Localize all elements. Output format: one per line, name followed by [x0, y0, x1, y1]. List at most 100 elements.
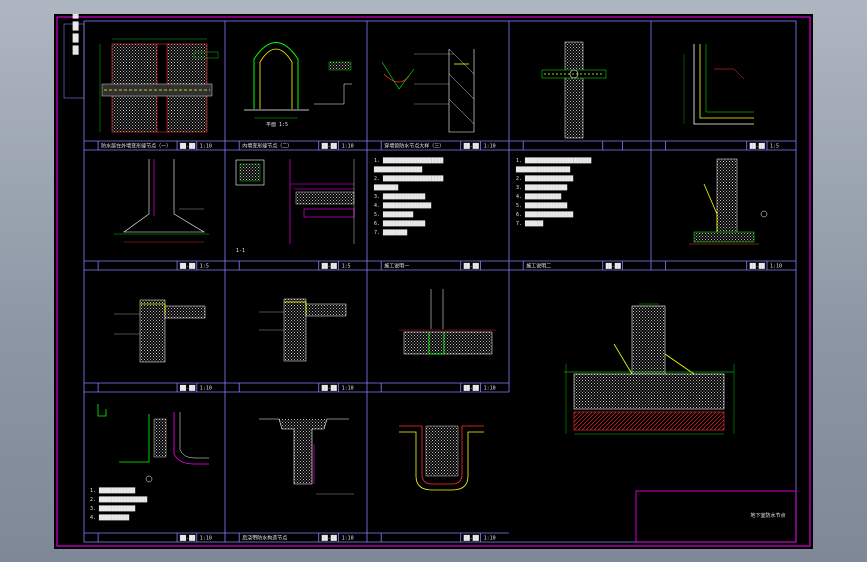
binding-strip — [63, 23, 85, 99]
detail-retaining-wall — [689, 158, 768, 245]
panel-title-row: ██-██ 1:5 — [749, 143, 779, 150]
detail-post-pour-strip — [259, 418, 354, 495]
panel-title-row: 施工说明一 ██-██ — [384, 263, 480, 270]
note-line: 1. ████████████ — [90, 487, 136, 494]
panel-title: 施工说明二 — [526, 263, 551, 270]
panel-code: ██-██ — [321, 535, 338, 542]
panel-scale: 1:10 — [342, 144, 354, 150]
panel-code: ██-██ — [749, 263, 766, 270]
detail-wall-base-2 — [259, 298, 347, 362]
panel-title: 内墙变形缝节点（二） — [242, 143, 292, 150]
panel-title: 防水层在外墙变形缝节点（一） — [101, 143, 171, 150]
panel-title-row: ██-██ 1:10 — [321, 385, 354, 392]
panel-title-row: 防水层在外墙变形缝节点（一） ██-██ 1:10 — [101, 143, 212, 150]
panel-code: ██-██ — [179, 263, 196, 270]
note-line: ████████████████ — [373, 166, 423, 173]
notes-block-2: 1. ██████████████████████ ██████████████… — [515, 157, 592, 227]
note-line: 7. ████████ — [374, 229, 408, 236]
panel-title: 后浇带防水构造节点 — [242, 535, 287, 542]
note-line: 3. ████████████ — [90, 505, 136, 512]
binding-strip-text: ███ ███ ███ ███ — [72, 14, 79, 56]
detail-arch-frame: 平面 1:5 — [244, 42, 352, 128]
note-line: ██████████████████ — [515, 166, 571, 173]
panel-code: ██-██ — [463, 143, 480, 150]
panel-scale: 1:10 — [484, 536, 496, 542]
notes-block-3: 1. ████████████ 2. ████████████████ 3. ███… — [90, 487, 148, 521]
note-line: 2. ████████████████ — [90, 496, 148, 503]
panel-title-row: ██-██ 1:10 — [463, 385, 496, 392]
panel-scale: 1:10 — [200, 386, 212, 392]
note-line: ████████ — [373, 184, 399, 191]
note-line: 2. ████████████████████ — [374, 175, 444, 182]
detail-pipe-wall — [381, 48, 475, 133]
detail-wall-base-1 — [114, 299, 206, 363]
note-line: 6. ████████████████ — [516, 211, 574, 218]
panel-titles: 防水层在外墙变形缝节点（一） ██-██ 1:10 内墙变形缝节点（二） ██-██ 1:… — [101, 143, 782, 542]
panel-code: ██-██ — [179, 385, 196, 392]
panel-title-row: 施工说明二 ██-██ — [526, 263, 622, 270]
panel-scale: 1:5 — [342, 264, 351, 270]
note-line: 5. ██████████████ — [516, 202, 568, 209]
detail-l-corner — [683, 44, 754, 125]
panel-title: 施工说明一 — [384, 263, 409, 270]
panel-scale: 1:5 — [770, 144, 779, 150]
detail-slab-joint — [399, 289, 496, 355]
note-line: 1. ██████████████████████ — [516, 157, 592, 164]
note-line: 4. ████████████████ — [374, 202, 432, 209]
panel-title-row: ██-██ 1:10 — [179, 385, 212, 392]
detail-plan-section: 1-1 — [235, 159, 355, 254]
panel-scale: 1:10 — [342, 386, 354, 392]
p22-sub-label: 1-1 — [236, 248, 245, 254]
panel-scale: 1:10 — [484, 144, 496, 150]
note-line: 7. ██████ — [516, 220, 544, 227]
note-line: 3. ██████████████ — [516, 184, 568, 191]
panel-scale: 1:10 — [200, 144, 212, 150]
panel-title-row: ██-██ 1:5 — [179, 263, 209, 270]
panel-code: ██-██ — [321, 385, 338, 392]
panel-code: ██-██ — [321, 263, 338, 270]
panel-scale: 1:10 — [484, 386, 496, 392]
inner-border — [83, 20, 797, 543]
panel-code: ██-██ — [605, 263, 622, 270]
panel-code: ██-██ — [179, 535, 196, 542]
panel-scale: 1:10 — [770, 264, 782, 270]
detail-large-foundation — [564, 303, 735, 435]
panel-code: ██-██ — [463, 263, 480, 270]
panel-title-row: 内墙变形缝节点（二） ██-██ 1:10 — [242, 143, 353, 150]
panel-title-row: ██-██ 1:5 — [321, 263, 351, 270]
detail-footing — [114, 159, 209, 243]
panel-scale: 1:5 — [200, 264, 209, 270]
panel-code: ██-██ — [463, 385, 480, 392]
detail-gutter-profile — [97, 404, 209, 483]
panel-grid — [84, 21, 796, 542]
panel-code: ██-██ — [179, 143, 196, 150]
detail-trench-section — [399, 425, 484, 491]
panel-scale: 1:10 — [342, 536, 354, 542]
panel-code: ██-██ — [463, 535, 480, 542]
panel-title-row: 穿墙管防水节点大样（三） ██-██ 1:10 — [384, 143, 495, 150]
panel-title-row: ██-██ 1:10 — [179, 535, 212, 542]
note-line: 5. ██████████ — [374, 211, 414, 218]
panel-title: 穿墙管防水节点大样（三） — [384, 143, 444, 150]
note-line: 2. ████████████████ — [516, 175, 574, 182]
detail-wall-joint-1 — [99, 38, 219, 133]
outer-frame — [56, 16, 811, 547]
title-block — [635, 490, 797, 543]
note-line: 3. ██████████████ — [374, 193, 426, 200]
note-line: 4. ████████████ — [516, 193, 562, 200]
panel-code: ██-██ — [321, 143, 338, 150]
note-line: 1. ████████████████████ — [374, 157, 444, 164]
note-line: 4. ██████████ — [90, 514, 130, 521]
panel-code: ██-██ — [749, 143, 766, 150]
detail-column-section — [541, 41, 607, 139]
title-block-text: 地下室防水节点 — [750, 512, 785, 519]
p12-sub-label: 平面 1:5 — [266, 122, 288, 128]
note-line: 6. ██████████████ — [374, 220, 426, 227]
panel-title-row: ██-██ 1:10 — [749, 263, 782, 270]
panel-title-row: ██-██ 1:10 — [463, 535, 496, 542]
notes-block-1: 1. ████████████████████ ████████████████… — [373, 157, 444, 236]
panel-scale: 1:10 — [200, 536, 212, 542]
